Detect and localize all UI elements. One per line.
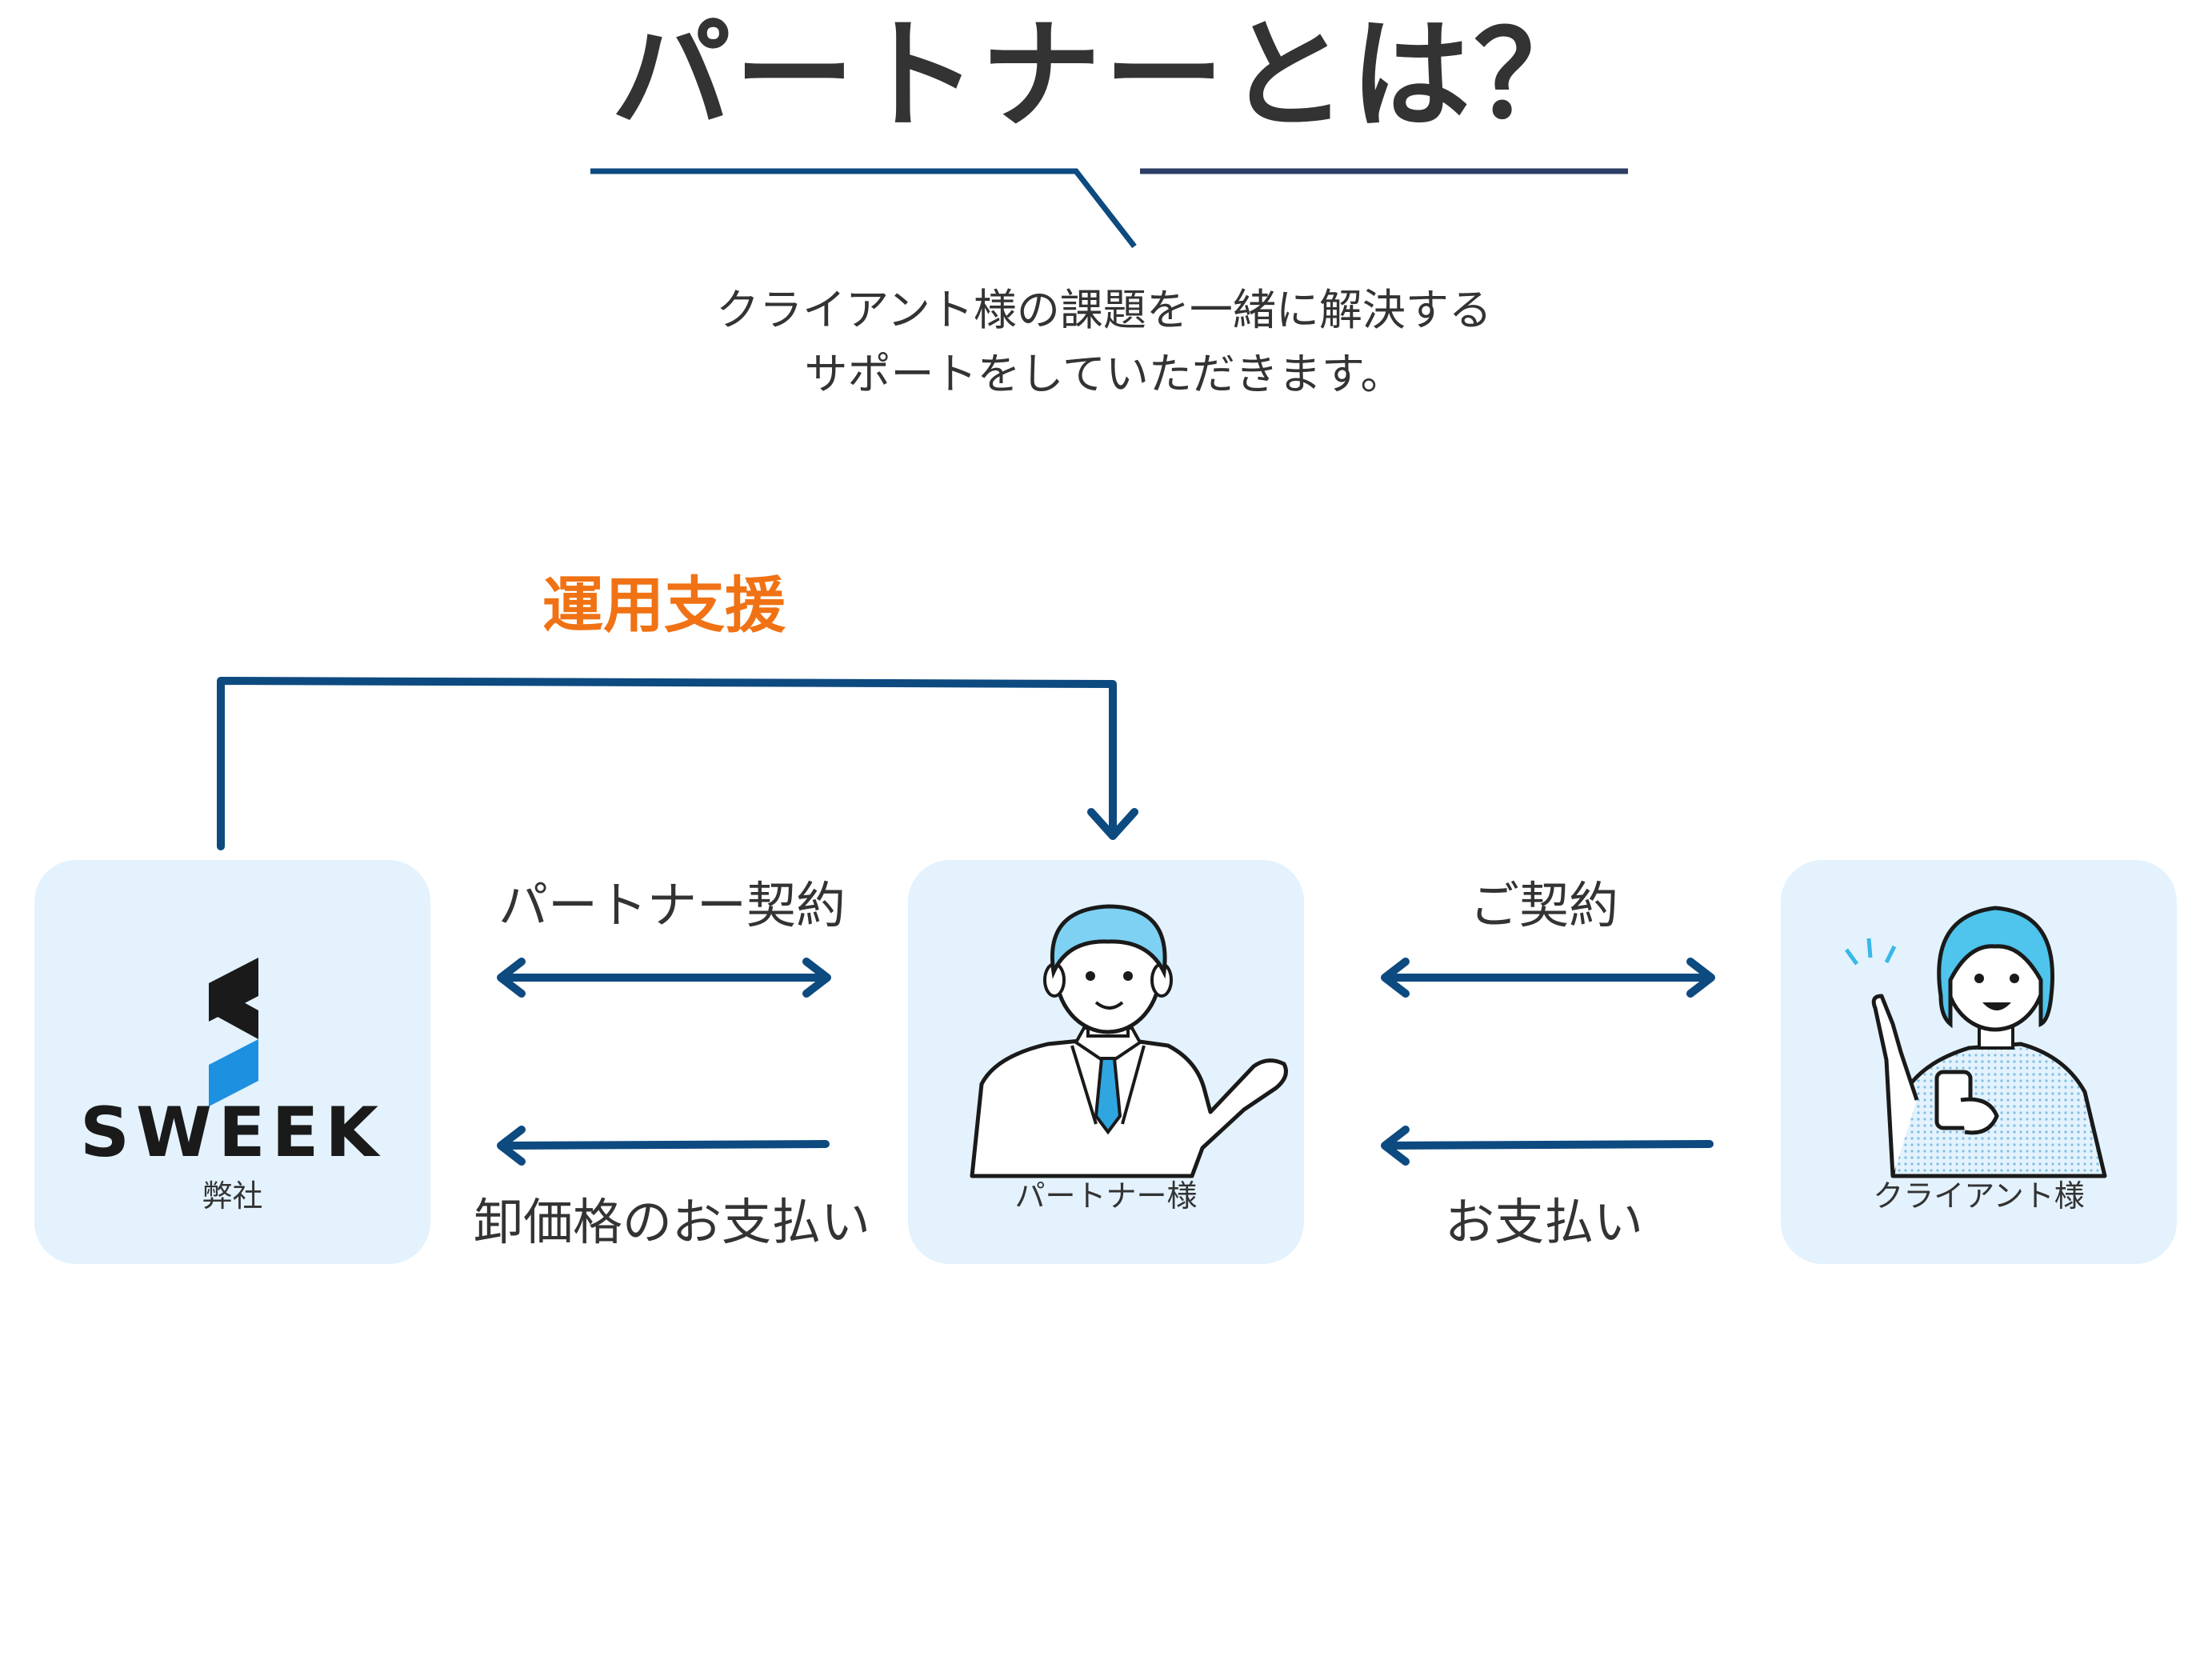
partner-caption: パートナー様 [1014, 1178, 1198, 1214]
partner-contract-label: パートナー契約 [498, 876, 846, 934]
client-caption: クライアント様 [1873, 1178, 2085, 1214]
logo-wordmark: SWEEK [80, 1093, 385, 1173]
partner-node: パートナー様 [908, 860, 1304, 1264]
woman-with-phone-illustration-icon [1844, 906, 2107, 1178]
payment-arrowhead [1381, 1126, 1410, 1166]
company-node: SWEEK 弊社 [34, 860, 430, 1264]
support-label: 運用支援 [542, 570, 786, 641]
partner-contract-arrowhead-left [497, 958, 526, 998]
businessman-illustration-icon [970, 904, 1288, 1178]
contract-arrowhead-right [1686, 958, 1715, 998]
wholesale-payment-arrow [498, 1140, 830, 1150]
wholesale-payment-label: 卸価格のお支払い [473, 1193, 870, 1251]
subtitle-line-1: クライアント様の課題を一緒に解決する [716, 285, 1492, 335]
company-caption: 弊社 [202, 1178, 263, 1214]
wholesale-payment-arrowhead [497, 1126, 526, 1166]
subtitle-line-2: サポートをしていただきます。 [804, 349, 1404, 399]
page-title: パートナーとは？ [610, 6, 1597, 146]
contract-label: ご契約 [1469, 876, 1618, 934]
support-arrow [217, 677, 1117, 850]
support-arrowhead [1087, 808, 1138, 840]
payment-arrow [1382, 1140, 1714, 1150]
contract-arrowhead-left [1381, 958, 1410, 998]
sweek-logo-icon [209, 958, 258, 1106]
payment-label: お支払い [1444, 1193, 1643, 1251]
partner-contract-arrowhead-right [802, 958, 831, 998]
underline-left [590, 168, 1137, 249]
client-node: クライアント様 [1781, 860, 2177, 1264]
